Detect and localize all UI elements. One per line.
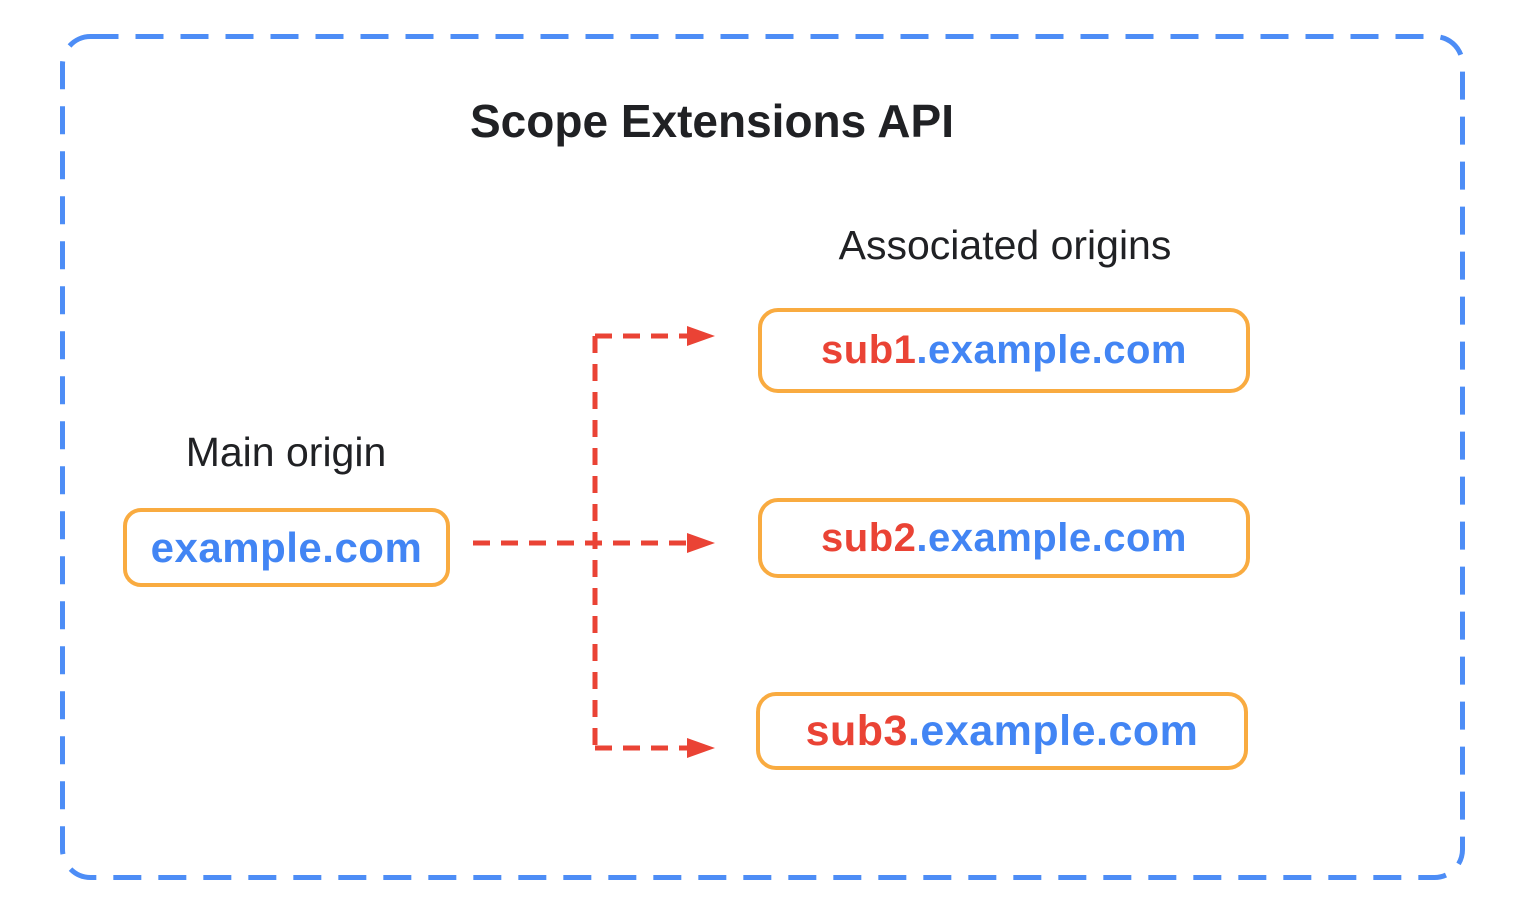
associated-origin-box-sub2: sub2.example.com: [758, 498, 1250, 578]
associated-origin-domain-sub3: sub3.example.com: [806, 707, 1199, 756]
main-origin-box: example.com: [123, 508, 450, 587]
arrowhead-sub3: [687, 738, 715, 758]
associated-origin-domain-sub1: sub1.example.com: [821, 328, 1187, 373]
associated-origin-domain-sub2: sub2.example.com: [821, 516, 1187, 561]
domain-rest-part: .example.com: [916, 328, 1187, 372]
diagram-title: Scope Extensions API: [470, 95, 954, 147]
associated-origins-label: Associated origins: [838, 222, 1172, 268]
domain-rest-part: .example.com: [907, 706, 1199, 755]
arrowhead-sub2: [687, 533, 715, 553]
associated-origin-box-sub3: sub3.example.com: [756, 692, 1248, 770]
domain-rest-part: .example.com: [916, 515, 1187, 560]
subdomain-part: sub2: [821, 515, 917, 560]
associated-origin-box-sub1: sub1.example.com: [758, 308, 1250, 393]
outer-dashed-border: [60, 34, 1465, 880]
main-origin-domain: example.com: [150, 523, 423, 571]
subdomain-part: sub1: [821, 328, 917, 372]
main-origin-label: Main origin: [185, 429, 387, 475]
arrowhead-sub1: [687, 326, 715, 346]
subdomain-part: sub3: [805, 706, 908, 755]
